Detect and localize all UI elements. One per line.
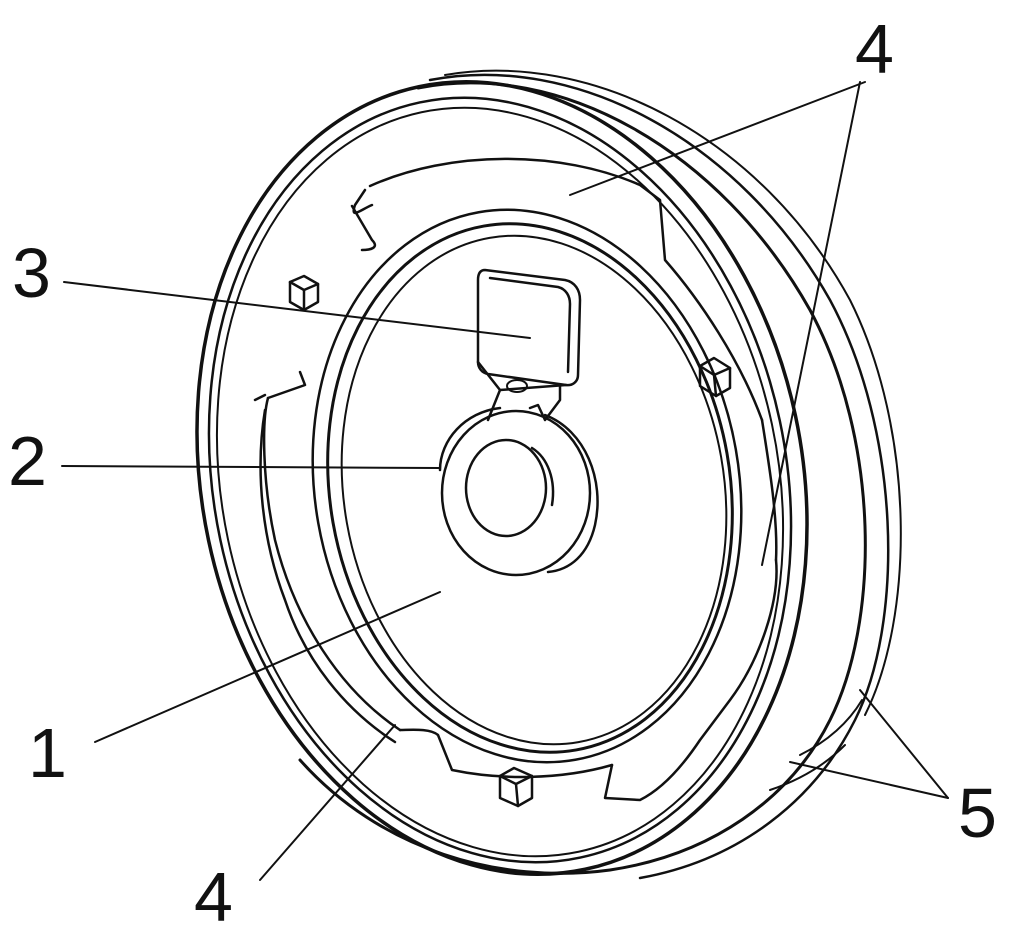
front-face-outer-edge bbox=[195, 80, 809, 876]
leader-4b bbox=[259, 724, 396, 881]
leader-2 bbox=[61, 465, 441, 469]
leader-4a-channel bbox=[569, 81, 866, 196]
reference-numeral-4-bottom: 4 bbox=[194, 858, 233, 936]
reference-numeral-2: 2 bbox=[8, 422, 47, 500]
inner-step-ring bbox=[311, 208, 743, 764]
outer-rim bbox=[298, 69, 902, 880]
hex-bolt-bottom bbox=[498, 766, 534, 808]
leader-5b bbox=[789, 761, 949, 799]
hex-bolt-upper-left bbox=[288, 274, 320, 312]
leader-lines bbox=[61, 81, 949, 881]
leader-3 bbox=[63, 281, 531, 339]
reference-numeral-1: 1 bbox=[28, 714, 67, 792]
mounting-tab bbox=[476, 268, 582, 422]
leader-1 bbox=[94, 591, 441, 743]
shaft-collar bbox=[438, 406, 599, 577]
hex-bolt-right bbox=[698, 356, 732, 398]
reference-numeral-5: 5 bbox=[958, 774, 997, 852]
reference-numeral-4-top: 4 bbox=[855, 10, 894, 88]
annular-channel bbox=[253, 157, 778, 802]
leader-5a bbox=[859, 689, 949, 799]
reference-numeral-3: 3 bbox=[12, 234, 51, 312]
leader-4a-side bbox=[761, 81, 861, 566]
